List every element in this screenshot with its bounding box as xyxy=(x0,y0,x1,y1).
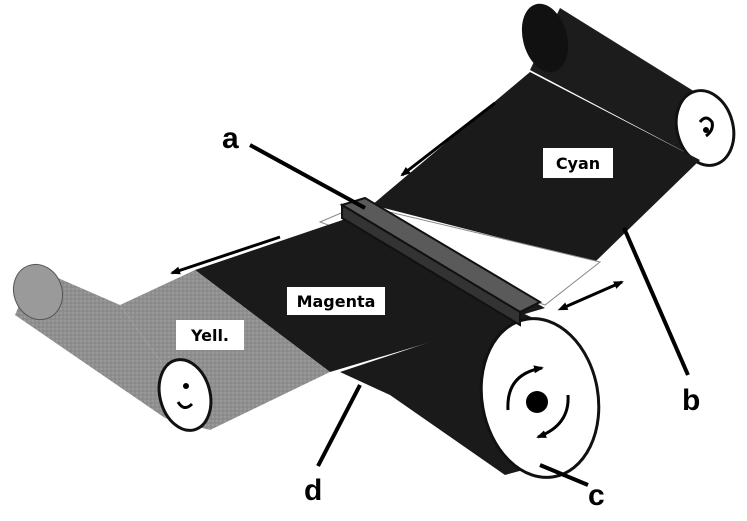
band-label-cyan: Cyan xyxy=(543,148,613,178)
svg-text:Cyan: Cyan xyxy=(556,154,600,173)
rotation-arrow-icon xyxy=(176,383,194,409)
svg-text:Yell.: Yell. xyxy=(190,326,229,345)
svg-text:Magenta: Magenta xyxy=(297,292,376,311)
callout-line-b xyxy=(622,227,690,376)
take-up-roller xyxy=(12,263,213,432)
rotation-arrow-icon xyxy=(506,365,570,439)
callout-line-c xyxy=(539,463,589,487)
rotation-arrow-icon xyxy=(698,116,714,138)
callout-label-d: d xyxy=(304,474,322,507)
supply-roller xyxy=(521,3,736,167)
ribbon-cyan-section xyxy=(372,72,700,262)
callout-line-d xyxy=(316,384,362,467)
callout-label-a: a xyxy=(222,122,239,155)
platen-roller xyxy=(340,312,601,479)
callout-label-b: b xyxy=(682,384,700,417)
print-head xyxy=(339,196,543,327)
double-arrow-icon xyxy=(557,280,624,311)
feed-arrow-icon xyxy=(170,235,281,275)
callout-label-c: c xyxy=(588,479,605,512)
callout-line-a xyxy=(249,143,366,210)
feed-arrow-icon xyxy=(400,101,496,177)
band-label-yellow: Yell. xyxy=(176,320,244,350)
band-label-magenta: Magenta xyxy=(287,287,385,315)
